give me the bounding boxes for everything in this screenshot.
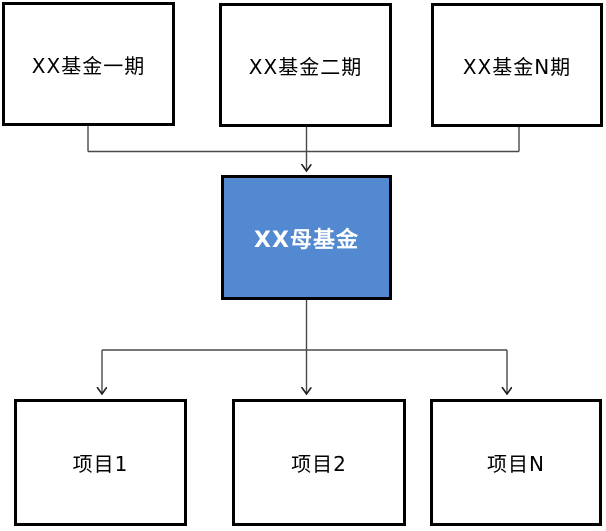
- node-project-1: 项目1: [14, 399, 187, 526]
- node-project-n-label: 项目N: [487, 452, 545, 476]
- node-fund-phase-n: XX基金N期: [431, 3, 603, 127]
- node-project-1-label: 项目1: [72, 452, 129, 476]
- node-project-n: 项目N: [430, 399, 602, 526]
- node-project-2: 项目2: [232, 399, 406, 526]
- bottom-connector: [102, 300, 507, 394]
- node-parent-fund-label: XX母基金: [254, 227, 359, 253]
- node-fund-phase-2: XX基金二期: [219, 3, 392, 127]
- node-fund-phase-n-label: XX基金N期: [462, 54, 572, 79]
- node-fund-phase-1-label: XX基金一期: [31, 53, 146, 78]
- node-parent-fund: XX母基金: [221, 175, 392, 300]
- node-project-2-label: 项目2: [291, 452, 347, 476]
- top-connector: [87, 126, 520, 171]
- node-fund-phase-2-label: XX基金二期: [248, 54, 363, 79]
- node-fund-phase-1: XX基金一期: [2, 2, 175, 126]
